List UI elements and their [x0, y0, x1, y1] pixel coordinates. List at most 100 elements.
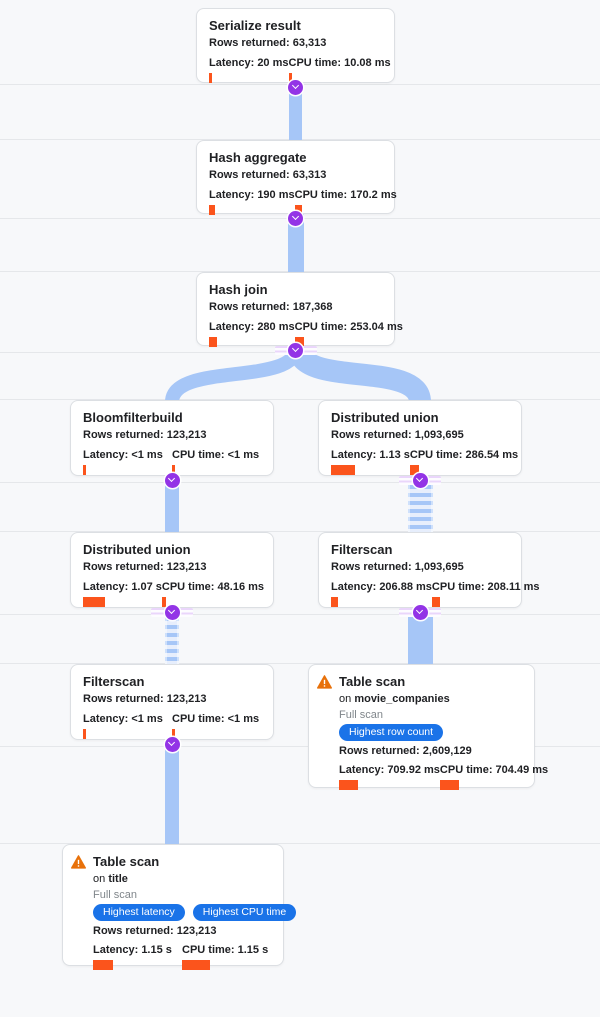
latency-bar [331, 597, 338, 607]
node-title: Bloomfilterbuild [83, 410, 183, 425]
cpu-metric: CPU time: 170.2 ms [294, 189, 397, 215]
latency-metric: Latency: 280 ms [209, 321, 295, 347]
rows-returned: Rows returned: 123,213 [83, 693, 207, 705]
rows-returned: Rows returned: 123,213 [83, 429, 207, 441]
level-divider [0, 614, 600, 615]
cpu-time-bar [182, 960, 210, 970]
level-divider [0, 531, 600, 532]
metrics-row: Latency: 1.15 s CPU time: 1.15 s [93, 944, 271, 970]
metrics-row: Latency: <1 ms CPU time: <1 ms [83, 713, 261, 739]
metrics-row: Latency: 20 ms CPU time: 10.08 ms [209, 57, 391, 83]
chevron-down-icon [167, 738, 176, 747]
node-target-table: on title [93, 873, 128, 885]
rows-returned: Rows returned: 187,368 [209, 301, 333, 313]
latency-metric: Latency: 709.92 ms [339, 764, 440, 790]
latency-bar [209, 73, 212, 83]
edge-curve-right [288, 345, 431, 405]
latency-bar [93, 960, 113, 970]
chevron-down-icon [291, 81, 299, 90]
node-title: Distributed union [83, 542, 191, 557]
cpu-metric: CPU time: 253.04 ms [294, 321, 403, 347]
expand-collapse-button[interactable] [288, 210, 303, 226]
plan-node-hash-aggregate[interactable]: Hash aggregate Rows returned: 63,313 Lat… [196, 140, 397, 215]
cpu-metric: CPU time: <1 ms [172, 713, 261, 739]
edge-connector [165, 741, 179, 845]
edge-connector [288, 214, 304, 273]
latency-bar [83, 597, 105, 607]
latency-bar [83, 465, 86, 475]
expand-collapse-button[interactable] [288, 79, 303, 95]
cpu-metric: CPU time: 286.54 ms [409, 449, 518, 475]
cpu-metric: CPU time: 208.11 ms [431, 581, 540, 607]
expand-collapse-button[interactable] [164, 604, 180, 620]
metrics-row: Latency: 280 ms CPU time: 253.04 ms [209, 321, 403, 347]
highlight-badge: Highest CPU time [192, 904, 297, 921]
latency-metric: Latency: 190 ms [209, 189, 295, 215]
plan-node-filterscan-left[interactable]: Filterscan Rows returned: 123,213 Latenc… [70, 664, 274, 740]
expand-collapse-button[interactable] [412, 604, 428, 620]
latency-bar [83, 729, 86, 739]
node-title: Hash join [209, 282, 268, 297]
edge-curve-left [165, 346, 303, 404]
warning-triangle-icon [71, 855, 86, 869]
latency-bar [339, 780, 358, 790]
cpu-time-bar [409, 465, 419, 475]
node-title: Table scan [339, 674, 406, 689]
rows-returned: Rows returned: 1,093,695 [331, 429, 464, 441]
expand-collapse-button[interactable] [412, 472, 428, 488]
expand-collapse-button[interactable] [164, 736, 180, 752]
plan-node-table-scan-movie-companies[interactable]: Table scan on movie_companies Full scan … [308, 664, 548, 790]
edge-connector [289, 83, 302, 141]
cpu-time-bar [439, 780, 459, 790]
plan-node-bloomfilterbuild[interactable]: Bloomfilterbuild Rows returned: 123,213 … [70, 400, 274, 476]
badge-row: Highest row count [339, 724, 522, 741]
node-title: Serialize result [209, 18, 301, 33]
metrics-row: Latency: <1 ms CPU time: <1 ms [83, 449, 261, 475]
cpu-time-bar [294, 337, 304, 347]
latency-metric: Latency: <1 ms [83, 449, 172, 475]
node-target-table: on movie_companies [339, 693, 450, 705]
plan-node-filterscan-right[interactable]: Filterscan Rows returned: 1,093,695 Late… [318, 532, 540, 608]
cpu-metric: CPU time: 1.15 s [182, 944, 271, 970]
expand-collapse-button[interactable] [164, 472, 180, 488]
scan-type-label: Full scan [93, 889, 138, 901]
plan-node-table-scan-title[interactable]: Table scan on title Full scan Highest la… [62, 844, 297, 970]
plan-node-serialize-result[interactable]: Serialize result Rows returned: 63,313 L… [196, 8, 395, 83]
metrics-row: Latency: 1.13 s CPU time: 286.54 ms [331, 449, 518, 475]
level-divider [0, 843, 600, 844]
latency-bar [209, 337, 217, 347]
plan-node-distributed-union-right[interactable]: Distributed union Rows returned: 1,093,6… [318, 400, 522, 476]
chevron-down-icon [415, 474, 424, 483]
cpu-time-bar [161, 597, 166, 607]
latency-metric: Latency: 1.13 s [331, 449, 410, 475]
chevron-down-icon [167, 606, 176, 615]
cpu-time-bar [172, 465, 175, 475]
metrics-row: Latency: 1.07 s CPU time: 48.16 ms [83, 581, 264, 607]
distributed-edge-connector [165, 609, 179, 665]
chevron-down-icon [291, 212, 299, 221]
rows-returned: Rows returned: 63,313 [209, 37, 327, 49]
rows-returned: Rows returned: 123,213 [83, 561, 207, 573]
cpu-metric: CPU time: 10.08 ms [288, 57, 391, 83]
rows-returned: Rows returned: 2,609,129 [339, 745, 472, 757]
plan-node-hash-join[interactable]: Hash join Rows returned: 187,368 Latency… [196, 272, 403, 347]
plan-node-distributed-union-left[interactable]: Distributed union Rows returned: 123,213… [70, 532, 274, 608]
latency-metric: Latency: 20 ms [209, 57, 289, 83]
cpu-time-bar [431, 597, 440, 607]
node-title: Filterscan [331, 542, 393, 557]
metrics-row: Latency: 709.92 ms CPU time: 704.49 ms [339, 764, 548, 790]
node-title: Distributed union [331, 410, 439, 425]
expand-collapse-button[interactable] [288, 342, 303, 358]
latency-metric: Latency: 1.15 s [93, 944, 182, 970]
node-title: Hash aggregate [209, 150, 307, 165]
latency-bar [331, 465, 355, 475]
latency-bar [209, 205, 215, 215]
chevron-down-icon [415, 606, 424, 615]
level-divider [0, 746, 600, 747]
rows-returned: Rows returned: 63,313 [209, 169, 327, 181]
cpu-time-bar [172, 729, 175, 739]
rows-returned: Rows returned: 1,093,695 [331, 561, 464, 573]
level-divider [0, 399, 600, 400]
